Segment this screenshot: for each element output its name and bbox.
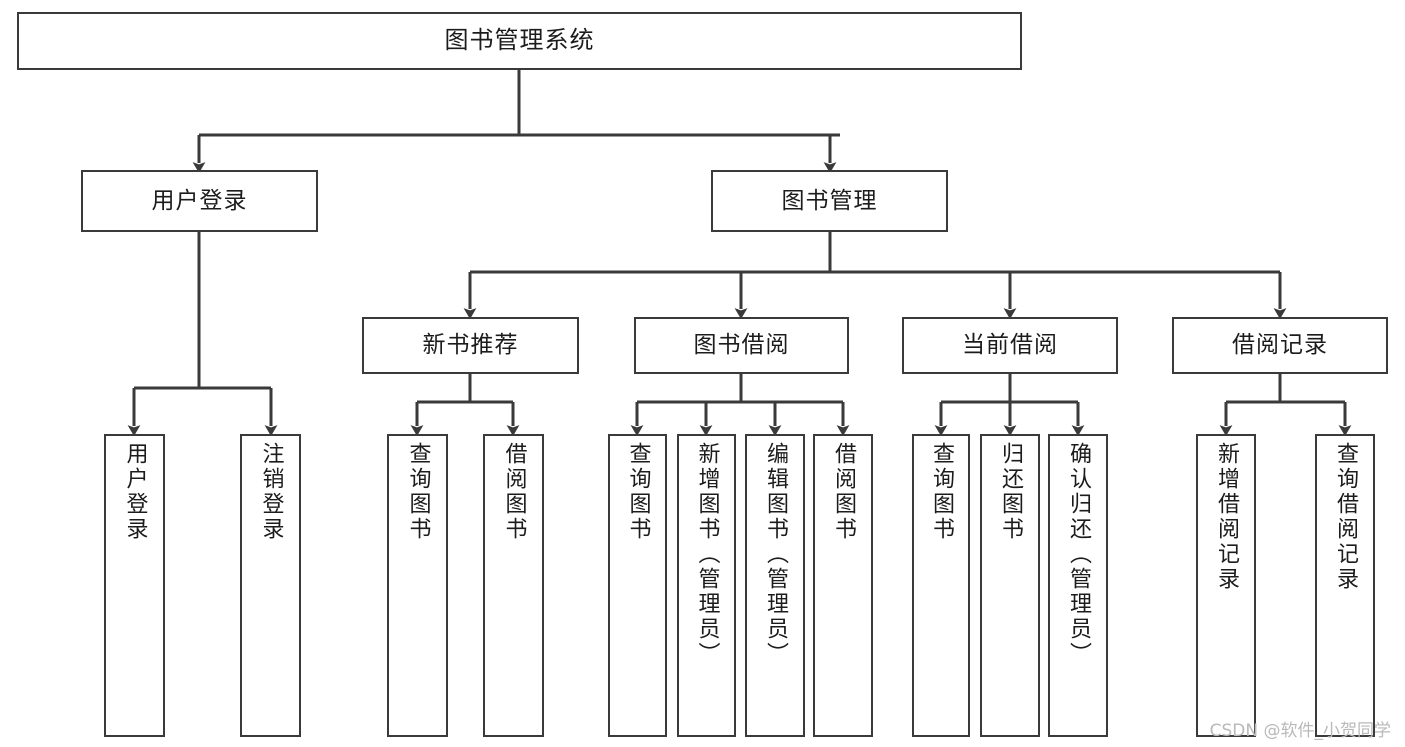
node-borrow-record[interactable]: 借阅记录 [1172, 317, 1388, 374]
node-label: 当前借阅 [962, 332, 1058, 359]
node-label: 归还图书 [998, 442, 1023, 542]
node-label: 用户登录 [122, 442, 148, 542]
node-book-borrow[interactable]: 图书借阅 [634, 317, 849, 374]
node-label: 图书管理系统 [444, 26, 595, 55]
leaf-query-book-recommend[interactable]: 查询图书 [387, 434, 448, 737]
leaf-confirm-return-admin[interactable]: 确认归还（管理员） [1048, 434, 1108, 737]
leaf-user-login[interactable]: 用户登录 [104, 434, 165, 737]
node-label: 图书管理 [781, 187, 878, 214]
leaf-add-book-admin[interactable]: 新增图书（管理员） [677, 434, 736, 737]
node-label: 新增图书（管理员） [694, 442, 720, 667]
node-new-book-recommend[interactable]: 新书推荐 [362, 317, 579, 374]
node-label: 新增借阅记录 [1214, 442, 1239, 592]
leaf-borrow-book[interactable]: 借阅图书 [813, 434, 873, 737]
leaf-borrow-book-recommend[interactable]: 借阅图书 [483, 434, 544, 737]
leaf-add-borrow-record[interactable]: 新增借阅记录 [1196, 434, 1256, 737]
node-current-borrow[interactable]: 当前借阅 [902, 317, 1118, 374]
node-label: 借阅图书 [501, 442, 527, 542]
node-label: 查询图书 [929, 442, 954, 542]
node-label: 注销登录 [258, 442, 284, 542]
node-book-management[interactable]: 图书管理 [711, 170, 948, 232]
node-label: 借阅图书 [831, 442, 856, 542]
node-user-login[interactable]: 用户登录 [81, 170, 318, 232]
leaf-query-book-borrow[interactable]: 查询图书 [608, 434, 667, 737]
node-label: 查询图书 [625, 442, 651, 542]
leaf-logout[interactable]: 注销登录 [240, 434, 301, 737]
node-label: 确认归还（管理员） [1066, 442, 1091, 667]
leaf-query-borrow-record[interactable]: 查询借阅记录 [1315, 434, 1375, 737]
node-label: 新书推荐 [422, 332, 519, 359]
node-root-system[interactable]: 图书管理系统 [17, 12, 1022, 70]
node-label: 用户登录 [151, 187, 248, 214]
node-label: 查询图书 [405, 442, 431, 542]
node-label: 图书借阅 [693, 332, 790, 359]
leaf-edit-book-admin[interactable]: 编辑图书（管理员） [745, 434, 805, 737]
node-label: 借阅记录 [1232, 332, 1328, 359]
leaf-return-book[interactable]: 归还图书 [980, 434, 1040, 737]
node-label: 编辑图书（管理员） [763, 442, 788, 667]
node-label: 查询借阅记录 [1333, 442, 1358, 592]
csdn-watermark: CSDN @软件_小贺同学 [1209, 721, 1391, 741]
leaf-query-book-current[interactable]: 查询图书 [912, 434, 970, 737]
